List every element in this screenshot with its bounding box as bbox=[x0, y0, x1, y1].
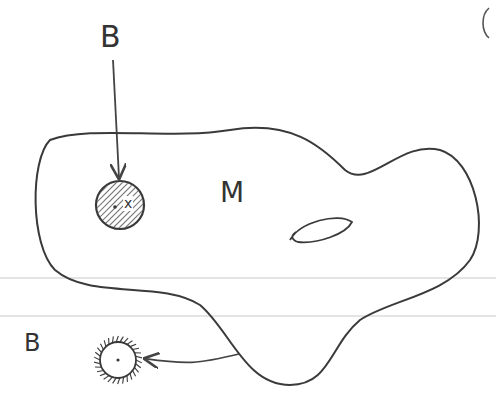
ball-boundary: B bbox=[20, 322, 180, 400]
node-label: x bbox=[123, 196, 133, 211]
disk-outline bbox=[96, 181, 144, 229]
ball-label: B bbox=[100, 20, 121, 53]
manifold-region-shape bbox=[30, 120, 490, 390]
ball-disk-shape bbox=[95, 180, 145, 230]
center-point bbox=[113, 205, 117, 209]
handle-curve bbox=[290, 218, 352, 242]
hatching bbox=[45, 180, 203, 230]
node-label: M bbox=[220, 178, 244, 209]
ruled-line bbox=[0, 278, 496, 279]
ball-disk: x bbox=[95, 180, 145, 230]
manifold-outline bbox=[36, 128, 479, 385]
leader-line bbox=[113, 60, 119, 178]
node-label: B bbox=[24, 330, 40, 356]
page-mark bbox=[483, 8, 489, 38]
manifold-region: Mx bbox=[30, 120, 490, 390]
mapping-arrow bbox=[145, 354, 239, 362]
center-point bbox=[116, 358, 119, 361]
boundary-hairs bbox=[94, 336, 142, 384]
sphere-outline bbox=[100, 342, 136, 378]
ruled-line bbox=[0, 316, 496, 317]
ball-boundary-shape bbox=[20, 322, 180, 400]
